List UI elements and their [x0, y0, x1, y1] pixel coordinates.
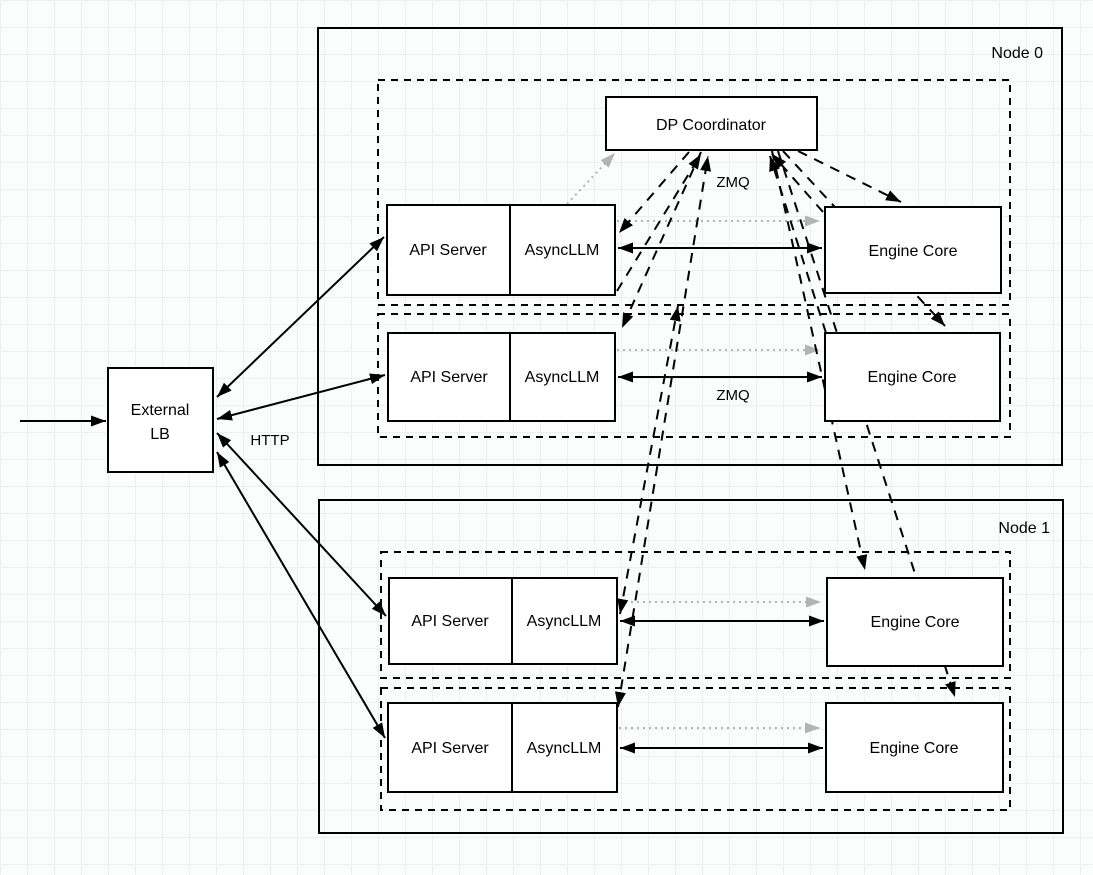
api-server-label-n0r0: API Server — [409, 242, 487, 259]
api-server-box-n1r1 — [387, 702, 513, 793]
arrow-dashed-coord-to-engine-n0r0 — [797, 150, 902, 203]
external-lb-label-line1: External — [131, 402, 190, 419]
engine-core-label-n1r1: Engine Core — [870, 740, 959, 757]
api-server-label-n0r1: API Server — [410, 369, 488, 386]
arrow-dotted-async-coordinator — [566, 152, 616, 205]
arrow-lb-api-n0r1 — [216, 373, 386, 421]
asyncllm-box-n1r0 — [511, 577, 618, 665]
zmq-coordinator-edge-label: ZMQ — [716, 174, 749, 191]
arrow-dashed-coord-to-engine-n1r1 — [777, 150, 956, 698]
api-server-box-n1r0 — [388, 577, 513, 665]
asyncllm-label-n1r1: AsyncLLM — [527, 740, 602, 757]
asyncllm-label-n1r0: AsyncLLM — [527, 613, 602, 630]
arrow-lb-api-n1r0 — [216, 432, 387, 617]
arrow-dashed-async-n1r0-coord — [617, 305, 681, 615]
api-server-label-n1r1: API Server — [411, 740, 489, 757]
engine-core-label-n0r1: Engine Core — [868, 369, 957, 386]
api-server-box-n0r1 — [387, 332, 511, 422]
arrow-dashed-coord-to-engine-n0r1 — [782, 150, 946, 327]
http-edge-label: HTTP — [250, 432, 289, 449]
asyncllm-box-n0r1 — [509, 332, 616, 422]
dp-coordinator-box — [605, 96, 818, 151]
asyncllm-label-n0r0: AsyncLLM — [525, 242, 600, 259]
external-lb-label-line2: LB — [150, 426, 170, 443]
arrow-dashed-async-n0r0-to-coord — [616, 153, 702, 292]
external-lb-box — [107, 367, 214, 473]
engine-core-label-n1r0: Engine Core — [871, 614, 960, 631]
arrow-lb-api-n1r1 — [216, 451, 386, 739]
api-server-label-n1r0: API Server — [411, 613, 489, 630]
engine-core-box-n0r0 — [824, 206, 1002, 294]
asyncllm-label-n0r1: AsyncLLM — [525, 369, 600, 386]
engine-core-box-n1r1 — [825, 702, 1004, 793]
arrow-dashed-coord-to-async-n0r1 — [621, 151, 702, 329]
engine-core-label-n0r0: Engine Core — [869, 243, 958, 260]
asyncllm-box-n1r1 — [511, 702, 618, 793]
arrow-dashed-engine-n0r1-to-coord — [769, 155, 827, 334]
node1-label: Node 1 — [998, 520, 1050, 537]
dp-coordinator-label: DP Coordinator — [656, 117, 767, 134]
node0-label: Node 0 — [991, 45, 1043, 62]
asyncllm-box-n0r0 — [509, 204, 616, 296]
zmq-row-edge-label: ZMQ — [716, 387, 749, 404]
arrow-lb-api-n0r0 — [216, 236, 385, 398]
arrow-dashed-engine-n0r0-to-coord — [771, 153, 824, 213]
engine-core-box-n1r0 — [826, 577, 1004, 667]
engine-core-box-n0r1 — [824, 332, 1001, 422]
